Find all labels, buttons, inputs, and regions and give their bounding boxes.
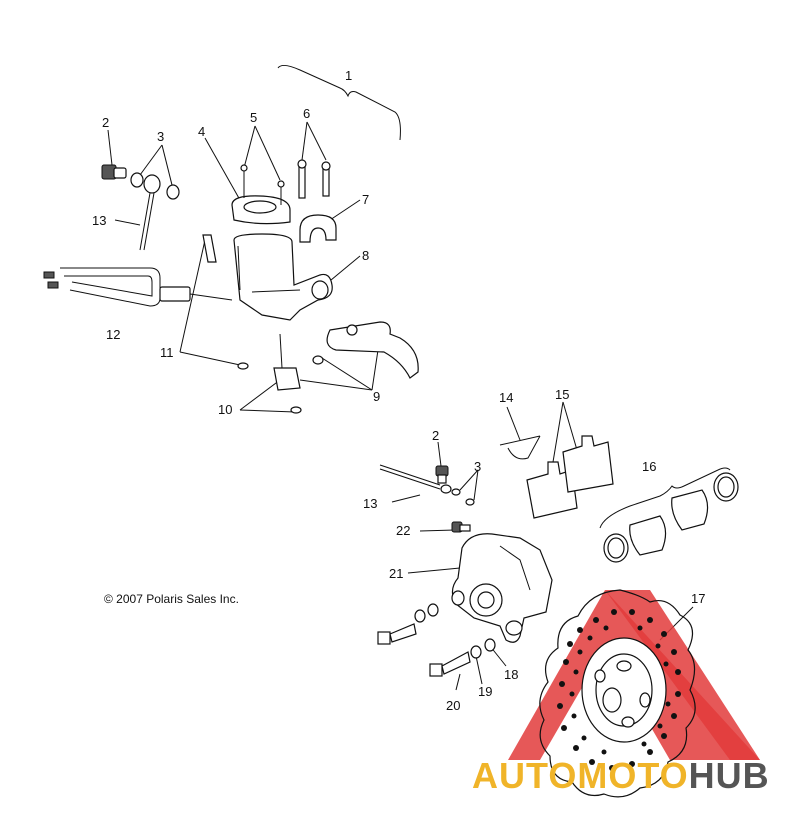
brake-caliper bbox=[451, 533, 553, 643]
callout-13-bottom: 13 bbox=[363, 496, 377, 511]
callout-7: 7 bbox=[362, 192, 369, 207]
cover-screws bbox=[240, 164, 285, 205]
piston-bracket bbox=[599, 467, 731, 529]
watermark-text-part1: AUTOMOTO bbox=[472, 755, 689, 796]
handlebar-clamp bbox=[299, 214, 337, 243]
callout-13: 13 bbox=[92, 213, 106, 228]
callout-1: 1 bbox=[345, 68, 352, 83]
watermark-text: AUTOMOTOHUB bbox=[472, 755, 770, 797]
callout-2-bottom: 2 bbox=[432, 428, 439, 443]
callout-19: 19 bbox=[478, 684, 492, 699]
callout-6: 6 bbox=[303, 106, 310, 121]
brake-lever bbox=[326, 321, 419, 379]
callout-5: 5 bbox=[250, 110, 257, 125]
callout-22: 22 bbox=[396, 523, 410, 538]
brake-pads bbox=[526, 435, 614, 519]
callout-21: 21 bbox=[389, 566, 403, 581]
callout-12: 12 bbox=[106, 327, 120, 342]
o-ring bbox=[237, 362, 249, 370]
master-cylinder-body bbox=[233, 233, 333, 321]
bleeder-valve bbox=[451, 521, 471, 533]
callout-8: 8 bbox=[362, 248, 369, 263]
callout-4: 4 bbox=[198, 124, 205, 139]
callout-17: 17 bbox=[691, 591, 705, 606]
callout-labels: 1 2 3 4 5 6 7 8 9 10 11 12 13 14 15 16 1… bbox=[92, 68, 705, 713]
callout-10: 10 bbox=[218, 402, 232, 417]
assembly-bracket bbox=[277, 64, 401, 141]
callout-18: 18 bbox=[504, 667, 518, 682]
callout-3-bottom: 3 bbox=[474, 459, 481, 474]
callout-16: 16 bbox=[642, 459, 656, 474]
watermark-text-part2: HUB bbox=[688, 755, 770, 796]
pivot-pin bbox=[202, 234, 217, 263]
pivot-block bbox=[273, 333, 324, 414]
washer-top-1 bbox=[130, 172, 144, 188]
callout-14: 14 bbox=[499, 390, 513, 405]
callout-15: 15 bbox=[555, 387, 569, 402]
banjo-bolt-top bbox=[101, 164, 127, 180]
brake-line-top bbox=[139, 174, 161, 251]
banjo-bolt-bottom bbox=[435, 465, 449, 484]
leader-lines-top bbox=[107, 121, 379, 413]
clamp-bolts bbox=[297, 159, 331, 199]
washer-top-2 bbox=[166, 184, 180, 200]
caliper-pistons bbox=[603, 472, 739, 563]
brake-disc bbox=[539, 589, 696, 798]
washer-bottom-2 bbox=[465, 498, 475, 506]
callout-2: 2 bbox=[102, 115, 109, 130]
callout-9: 9 bbox=[373, 389, 380, 404]
pad-spring bbox=[499, 435, 541, 460]
callout-20: 20 bbox=[446, 698, 460, 713]
caliper-mount-bolt-upper bbox=[377, 603, 439, 645]
brake-switch-harness bbox=[43, 267, 233, 307]
callout-3: 3 bbox=[157, 129, 164, 144]
callout-11: 11 bbox=[160, 345, 174, 360]
washer-bottom-1 bbox=[451, 488, 461, 496]
caliper-mount-bolt-lower bbox=[429, 638, 496, 677]
copyright-notice: © 2007 Polaris Sales Inc. bbox=[104, 592, 239, 606]
brake-line-bottom bbox=[379, 464, 452, 494]
